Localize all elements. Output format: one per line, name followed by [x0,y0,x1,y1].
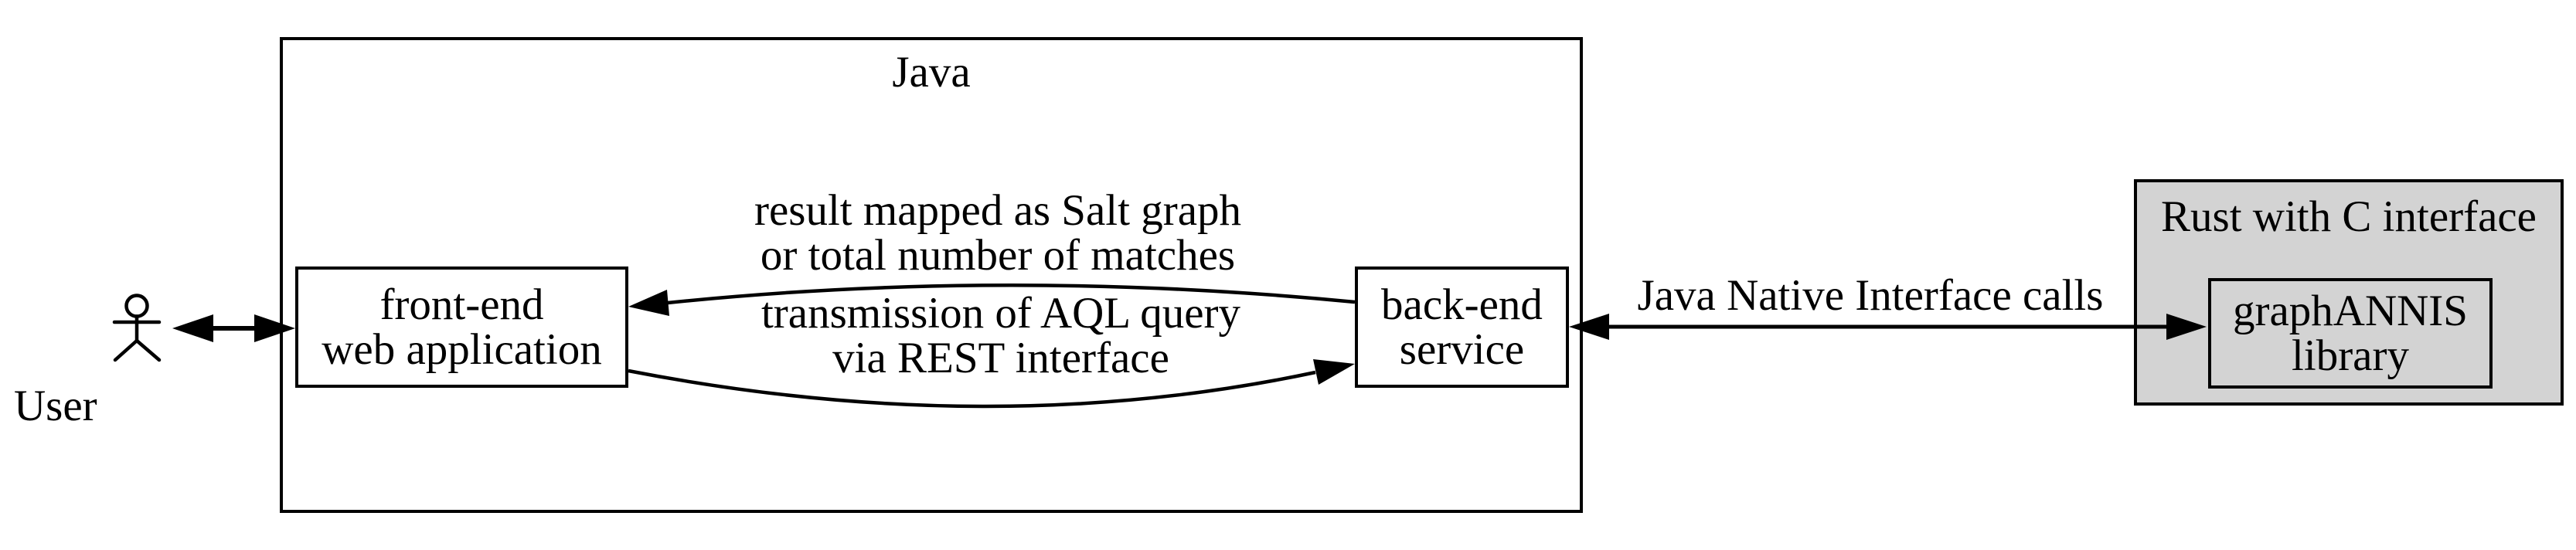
backend-node: back-end service [1355,267,1569,388]
rust-cluster-title: Rust with C interface [2161,192,2537,241]
graphannis-label-line2: library [2292,331,2409,380]
user-frontend-arrow [172,314,295,342]
transmission-edge-label: transmission of AQL query via REST inter… [761,291,1240,381]
java-cluster-title: Java [892,48,971,97]
frontend-label-line1: front-end [379,280,544,329]
graphannis-label-line1: graphANNIS [2233,286,2468,335]
transmission-edge-label-line1: transmission of AQL query [761,289,1241,338]
jni-edge-label: Java Native Interface calls [1637,271,2104,320]
transmission-edge-label-line2: via REST interface [832,334,1169,382]
result-edge-label: result mapped as Salt graph or total num… [754,188,1241,278]
frontend-node: front-end web application [295,267,628,388]
result-edge-label-line2: or total number of matches [760,231,1236,280]
backend-label-line1: back-end [1381,280,1543,329]
backend-label-line2: service [1399,324,1525,374]
user-label: User [14,382,97,430]
result-edge-label-line1: result mapped as Salt graph [754,186,1242,235]
frontend-label-line2: web application [322,324,602,374]
user-figure-icon [112,294,162,362]
graphannis-node: graphANNIS library [2208,278,2493,389]
